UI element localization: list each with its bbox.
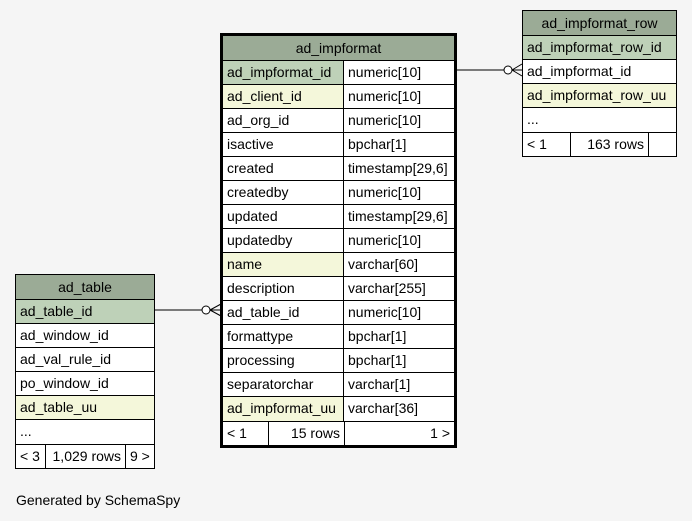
table-footer: < 1 15 rows 1 >	[223, 421, 454, 445]
children-count[interactable]: 9 >	[130, 448, 150, 464]
table-footer: < 3 1,029 rows 9 >	[16, 444, 154, 468]
column-name: processing	[223, 349, 344, 372]
column-row[interactable]: po_window_id	[16, 372, 154, 396]
column-type: numeric[10]	[348, 304, 422, 320]
column-name: ad_table_id	[20, 303, 93, 319]
relation-optional-marker	[503, 65, 513, 75]
column-type: bpchar[1]	[348, 328, 407, 344]
column-type: varchar[255]	[348, 280, 426, 296]
column-type: numeric[10]	[348, 112, 422, 128]
column-type: bpchar[1]	[348, 352, 407, 368]
table-header[interactable]: ad_impformat_row	[523, 11, 676, 36]
column-name: name	[223, 253, 344, 276]
column-name: ad_client_id	[223, 85, 344, 108]
relation-crowfoot-marker	[511, 63, 523, 77]
column-type: timestamp[29,6]	[348, 208, 448, 224]
column-name: createdby	[223, 181, 344, 204]
column-name: po_window_id	[20, 375, 109, 391]
table-header[interactable]: ad_table	[16, 275, 154, 300]
column-name: ...	[527, 111, 539, 127]
column-name: updatedby	[223, 229, 344, 252]
column-row[interactable]: ad_val_rule_id	[16, 348, 154, 372]
children-count	[649, 133, 676, 156]
column-name: ad_impformat_id	[527, 63, 632, 79]
parents-count[interactable]: < 1	[223, 422, 269, 445]
column-type: timestamp[29,6]	[348, 160, 448, 176]
column-name: description	[223, 277, 344, 300]
relation-optional-marker	[201, 305, 211, 315]
row-count: 15 rows	[269, 422, 345, 445]
column-type: varchar[1]	[348, 376, 411, 392]
column-row[interactable]: ad_table_uu	[16, 396, 154, 420]
column-name: ad_val_rule_id	[20, 351, 112, 367]
column-type: varchar[60]	[348, 256, 419, 272]
generated-by-text: Generated by SchemaSpy	[16, 492, 181, 508]
column-name: ad_table_id	[223, 301, 344, 324]
column-row[interactable]: ...	[16, 420, 154, 444]
table-ad-impformat-row[interactable]: ad_impformat_row ad_impformat_row_id ad_i…	[522, 10, 677, 157]
column-name: ad_impformat_row_id	[527, 39, 662, 55]
column-type: bpchar[1]	[348, 136, 407, 152]
column-name: formattype	[223, 325, 344, 348]
column-type: numeric[10]	[348, 184, 422, 200]
table-header[interactable]: ad_impformat	[223, 36, 454, 61]
column-row[interactable]: ad_impformat_row_uu	[523, 84, 676, 108]
column-name: ad_impformat_row_uu	[527, 87, 667, 103]
column-type: numeric[10]	[348, 232, 422, 248]
column-row[interactable]: ad_table_id	[16, 300, 154, 324]
column-name: updated	[223, 205, 344, 228]
column-row[interactable]: ad_window_id	[16, 324, 154, 348]
column-name: ...	[20, 423, 32, 439]
row-count: 1,029 rows	[46, 445, 126, 468]
table-footer: < 1 163 rows	[523, 132, 676, 156]
relation-crowfoot-marker	[209, 303, 222, 317]
column-name: ad_table_uu	[20, 399, 98, 415]
parents-count[interactable]: < 1	[523, 133, 571, 156]
column-row[interactable]: ad_impformat_id	[523, 60, 676, 84]
table-ad-table[interactable]: ad_table ad_table_id ad_window_id ad_val_r…	[15, 274, 155, 469]
column-row[interactable]: ad_impformat_row_id	[523, 36, 676, 60]
column-name: isactive	[223, 133, 344, 156]
children-count[interactable]: 1 >	[430, 425, 450, 441]
column-name: ad_window_id	[20, 327, 109, 343]
column-type: numeric[10]	[348, 88, 422, 104]
column-type: varchar[36]	[348, 400, 419, 416]
column-type: numeric[10]	[348, 64, 422, 80]
parents-count[interactable]: < 3	[16, 445, 46, 468]
column-name: separatorchar	[223, 373, 344, 396]
row-count: 163 rows	[571, 133, 649, 156]
column-name: ad_impformat_uu	[223, 397, 344, 421]
column-name: ad_org_id	[223, 109, 344, 132]
column-name: ad_impformat_id	[223, 61, 344, 84]
column-name: created	[223, 157, 344, 180]
column-row[interactable]: ...	[523, 108, 676, 132]
